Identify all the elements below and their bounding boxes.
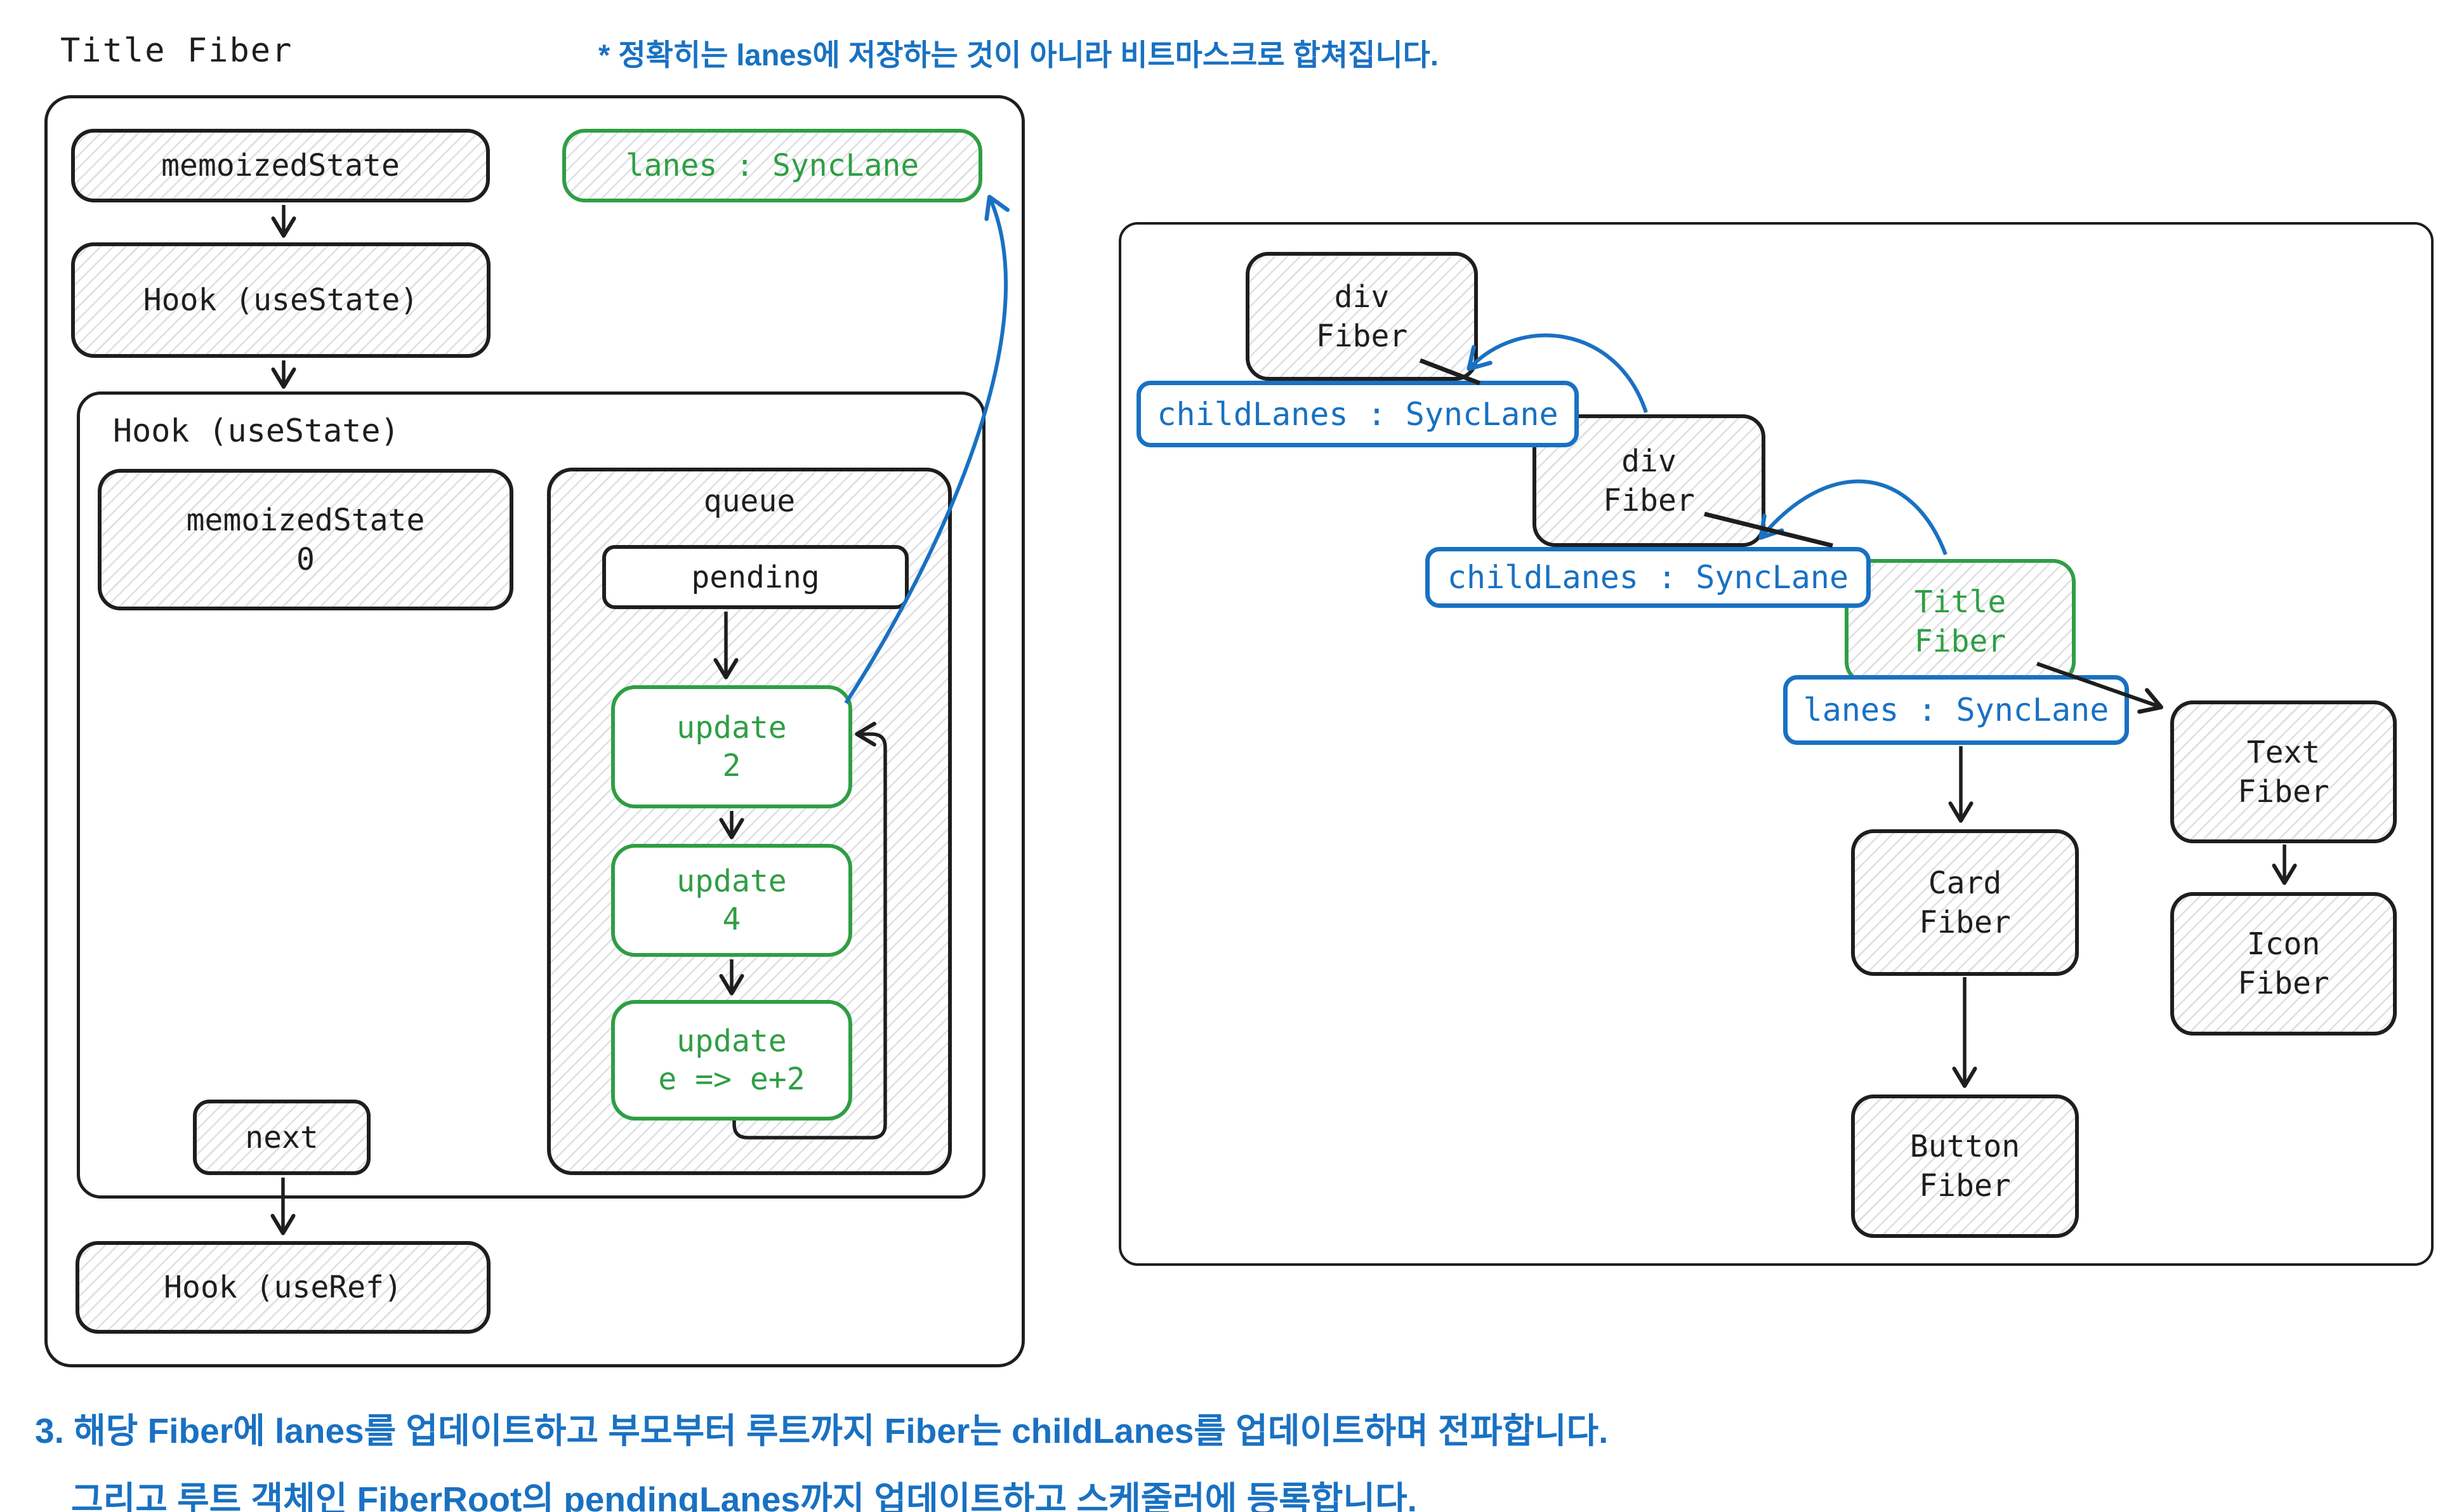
update-4-box: update 4 xyxy=(611,844,852,957)
child-lanes-mid-label: childLanes : SyncLane xyxy=(1447,559,1849,596)
text-fiber-line1: Text xyxy=(2246,734,2321,770)
button-fiber-line1: Button xyxy=(1909,1129,2020,1164)
icon-fiber-line1: Icon xyxy=(2246,926,2321,962)
pending-label: pending xyxy=(691,559,820,595)
hook-useref-label: Hook (useRef) xyxy=(164,1270,402,1305)
lanes-badge-label: lanes : SyncLane xyxy=(1803,692,2109,728)
div-fiber-mid-line2: Fiber xyxy=(1603,482,1695,518)
div-fiber-top-line1: div xyxy=(1334,279,1390,315)
title-fiber-box: Title Fiber xyxy=(1845,559,2076,685)
title-fiber-line1: Title xyxy=(1914,584,2007,620)
memoized-state-value-line1: memoizedState xyxy=(186,502,425,538)
title-fiber-line2: Fiber xyxy=(1914,624,2007,659)
page-title: Title Fiber xyxy=(60,32,293,70)
hook-useref-box: Hook (useRef) xyxy=(76,1241,491,1334)
div-fiber-top-line2: Fiber xyxy=(1315,318,1408,354)
child-lanes-top-label: childLanes : SyncLane xyxy=(1157,395,1559,433)
lanes-badge: lanes : SyncLane xyxy=(1783,675,2129,745)
card-fiber-line1: Card xyxy=(1928,865,2002,901)
hook-usestate-box: Hook (useState) xyxy=(71,242,491,358)
memoized-state-box: memoizedState xyxy=(71,129,490,202)
icon-fiber-line2: Fiber xyxy=(2237,966,2330,1001)
update-2-box: update 2 xyxy=(611,685,852,808)
lanes-synclane-box: lanes : SyncLane xyxy=(562,129,982,202)
fiber-tree-panel xyxy=(1119,222,2434,1266)
child-lanes-top-badge: childLanes : SyncLane xyxy=(1137,381,1579,447)
hook-usestate-container xyxy=(77,391,985,1199)
hook-usestate-container-label: Hook (useState) xyxy=(113,412,400,449)
icon-fiber-box: Icon Fiber xyxy=(2170,892,2397,1035)
next-box: next xyxy=(193,1100,371,1175)
child-lanes-mid-badge: childLanes : SyncLane xyxy=(1425,547,1871,608)
card-fiber-line2: Fiber xyxy=(1919,904,2011,940)
update-fn-line2: e => e+2 xyxy=(658,1062,805,1097)
update-2-line2: 2 xyxy=(722,748,741,784)
memoized-state-value-line2: 0 xyxy=(296,541,315,577)
button-fiber-line2: Fiber xyxy=(1919,1168,2011,1204)
card-fiber-box: Card Fiber xyxy=(1851,829,2079,976)
update-fn-box: update e => e+2 xyxy=(611,1000,852,1121)
next-label: next xyxy=(245,1119,319,1155)
text-fiber-line2: Fiber xyxy=(2237,773,2330,810)
update-2-line1: update xyxy=(676,710,787,746)
div-fiber-top-box: div Fiber xyxy=(1246,252,1478,381)
pending-box: pending xyxy=(602,545,909,609)
update-4-line2: 4 xyxy=(722,902,741,937)
title-fiber-detail-panel xyxy=(44,95,1025,1367)
queue-label: queue xyxy=(703,483,796,519)
lanes-synclane-label: lanes : SyncLane xyxy=(625,148,919,183)
lanes-bitmask-annotation: * 정확히는 lanes에 저장하는 것이 아니라 비트마스크로 합쳐집니다. xyxy=(598,38,1439,72)
div-fiber-mid-line1: div xyxy=(1621,443,1677,479)
footnote-line1: 3. 해당 Fiber에 lanes를 업데이트하고 부모부터 루트까지 Fib… xyxy=(35,1411,1609,1450)
update-fn-line1: update xyxy=(676,1023,787,1059)
memoized-state-label: memoizedState xyxy=(161,148,400,183)
memoized-state-value-box: memoizedState 0 xyxy=(98,469,513,610)
update-4-line1: update xyxy=(676,864,787,899)
hook-usestate-label: Hook (useState) xyxy=(143,282,419,318)
button-fiber-box: Button Fiber xyxy=(1851,1095,2079,1238)
text-fiber-box: Text Fiber xyxy=(2170,700,2397,843)
footnote-line2: 그리고 루트 객체인 FiberRoot의 pendingLanes까지 업데이… xyxy=(71,1480,1417,1512)
